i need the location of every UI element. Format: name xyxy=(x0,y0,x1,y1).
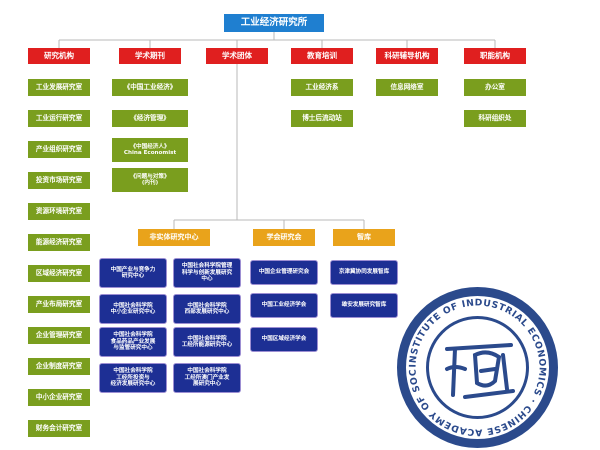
journal-item: 《中国工业经济》 xyxy=(112,79,188,96)
research-unit: 能源经济研究室 xyxy=(28,234,90,251)
research-unit: 产业组织研究室 xyxy=(28,141,90,158)
journal-item: 《问题与对策》 (内刊) xyxy=(112,168,188,192)
research-center: 中国产业与竞争力 研究中心 xyxy=(99,258,167,288)
education-item: 工业经济系 xyxy=(291,79,353,96)
category-academic-groups: 学术团体 xyxy=(206,48,268,64)
group-header-societies: 学会研究会 xyxy=(253,229,315,246)
research-center: 中国社会科学院 中小企业研究中心 xyxy=(99,294,167,324)
group-header-centers: 非实体研究中心 xyxy=(138,229,210,246)
research-center: 中国社会科学院 工经所澳门产业发 展研究中心 xyxy=(173,363,241,393)
research-center: 中国社会科学院管理 科学与创新发展研究 中心 xyxy=(173,258,241,288)
think-tank-item: 雄安发展研究智库 xyxy=(330,293,398,318)
institute-seal-icon: INSTITUTE OF INDUSTRIAL ECONOMICS · CHIN… xyxy=(395,285,558,448)
research-unit: 财务会计研究室 xyxy=(28,420,90,437)
journal-item: 《中国经济人》 China Economist xyxy=(112,138,188,162)
research-unit: 投资市场研究室 xyxy=(28,172,90,189)
research-unit: 工业运行研究室 xyxy=(28,110,90,127)
research-center: 中国社会科学院 工经所能源研究中心 xyxy=(173,327,241,357)
research-support-item: 信息网络室 xyxy=(376,79,438,96)
group-header-think-tanks: 智库 xyxy=(333,229,395,246)
think-tank-item: 京津冀协同发展智库 xyxy=(330,260,398,285)
research-unit: 中小企业研究室 xyxy=(28,389,90,406)
root-node: 工业经济研究所 xyxy=(224,14,324,32)
functional-item: 科研组织处 xyxy=(464,110,526,127)
research-unit: 资源环境研究室 xyxy=(28,203,90,220)
society-item: 中国企业管理研究会 xyxy=(250,260,318,285)
research-center: 中国社会科学院 工经所投资与 经济发展研究中心 xyxy=(99,363,167,393)
category-journals: 学术期刊 xyxy=(119,48,181,64)
research-unit: 区域经济研究室 xyxy=(28,265,90,282)
functional-item: 办公室 xyxy=(464,79,526,96)
society-item: 中国区域经济学会 xyxy=(250,327,318,352)
category-research-institutes: 研究机构 xyxy=(28,48,90,64)
research-center: 中国社会科学院 西部发展研究中心 xyxy=(173,294,241,324)
category-research-support: 科研辅导机构 xyxy=(376,48,438,64)
journal-item: 《经济管理》 xyxy=(112,110,188,127)
research-unit: 产业布局研究室 xyxy=(28,296,90,313)
education-item: 博士后流动站 xyxy=(291,110,353,127)
research-unit: 工业发展研究室 xyxy=(28,79,90,96)
category-functional: 职能机构 xyxy=(464,48,526,64)
category-education: 教育培训 xyxy=(291,48,353,64)
research-center: 中国社会科学院 食品药品产业发展 与监管研究中心 xyxy=(99,327,167,357)
research-unit: 企业制度研究室 xyxy=(28,358,90,375)
research-unit: 企业管理研究室 xyxy=(28,327,90,344)
society-item: 中国工业经济学会 xyxy=(250,293,318,318)
